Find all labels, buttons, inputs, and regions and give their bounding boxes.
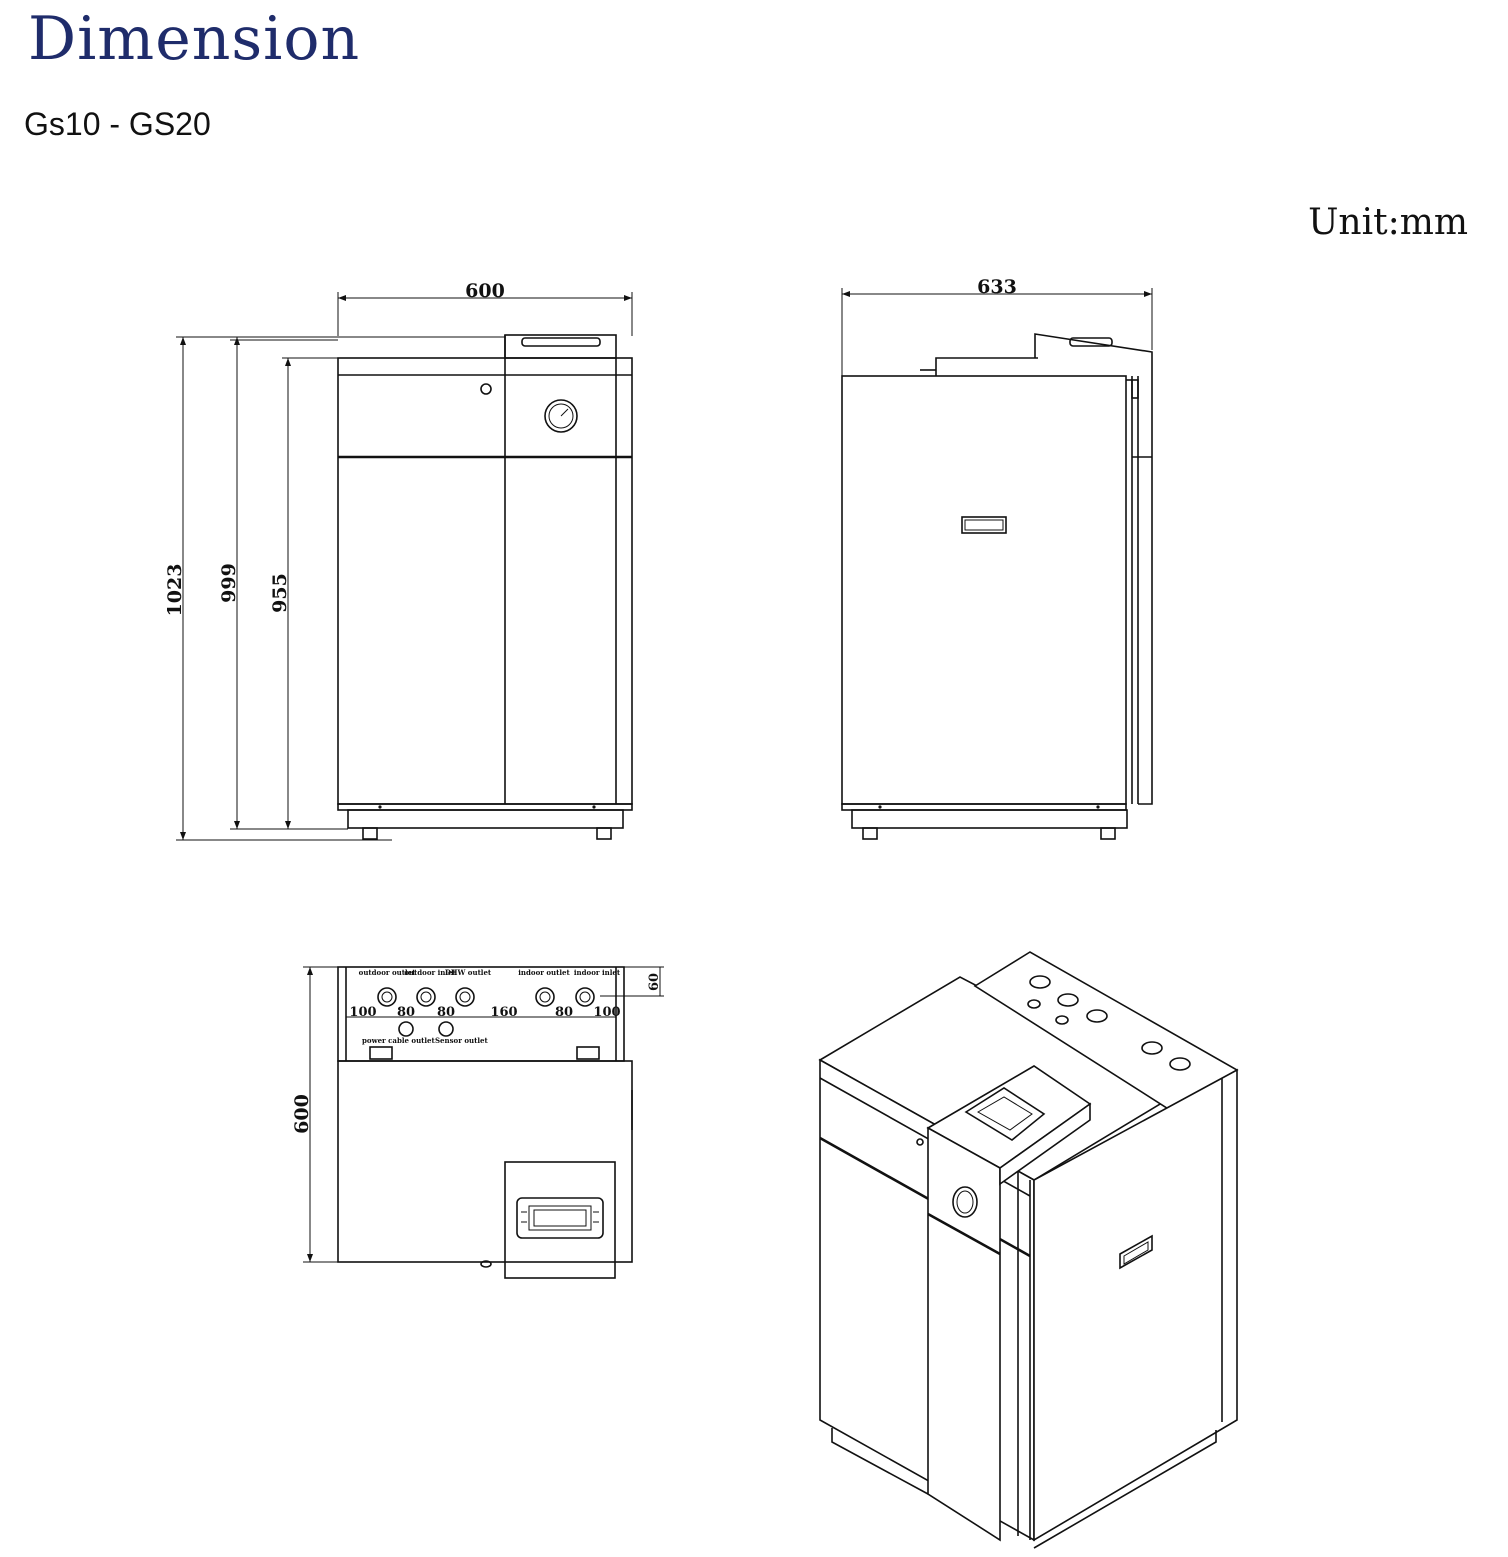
port-dhw-outlet: DHW outlet [445, 968, 492, 1007]
spacing-label: 100 [593, 1005, 620, 1020]
unit-label: Unit:mm [1308, 202, 1468, 243]
port-label: outdoor outlet [359, 968, 416, 977]
top-view: 600 60 100 80 80 160 80 100 outdoor outl… [291, 966, 664, 1279]
spacing-label: 80 [397, 1005, 415, 1020]
front-height-total-dimension: 1023 [164, 564, 186, 617]
sensor-label: Sensor outlet [435, 1036, 488, 1045]
front-width-dimension: 600 [465, 280, 505, 302]
power-cable-hole [398, 1021, 414, 1037]
port-outdoor-inlet: outdoor inlet [404, 968, 456, 1007]
page-title: Dimension [28, 4, 361, 74]
power-cable-label: power cable outlet [362, 1036, 436, 1045]
side-view: 633 [841, 276, 1153, 840]
front-height-mid-dimension: 999 [218, 563, 240, 603]
spacing-label: 80 [555, 1005, 573, 1020]
top-offset-dimension: 60 [647, 973, 662, 991]
side-depth-dimension: 633 [977, 276, 1017, 298]
isometric-view [818, 951, 1239, 1549]
model-label: Gs10 - GS20 [24, 106, 211, 142]
port-label: DHW outlet [445, 968, 492, 977]
port-label: outdoor inlet [404, 968, 456, 977]
front-height-body-dimension: 955 [269, 573, 291, 613]
sensor-hole [438, 1021, 454, 1037]
port-label: indoor outlet [518, 968, 570, 977]
port-indoor-inlet: indoor inlet [574, 968, 621, 1007]
spacing-label: 160 [490, 1005, 517, 1020]
port-indoor-outlet: indoor outlet [518, 968, 570, 1007]
front-view: 600 1023 999 955 [164, 280, 633, 841]
port-outdoor-outlet: outdoor outlet [359, 968, 416, 1007]
port-label: indoor inlet [574, 968, 621, 977]
top-depth-dimension: 600 [291, 1094, 313, 1134]
spacing-label: 100 [349, 1005, 376, 1020]
spacing-label: 80 [437, 1005, 455, 1020]
